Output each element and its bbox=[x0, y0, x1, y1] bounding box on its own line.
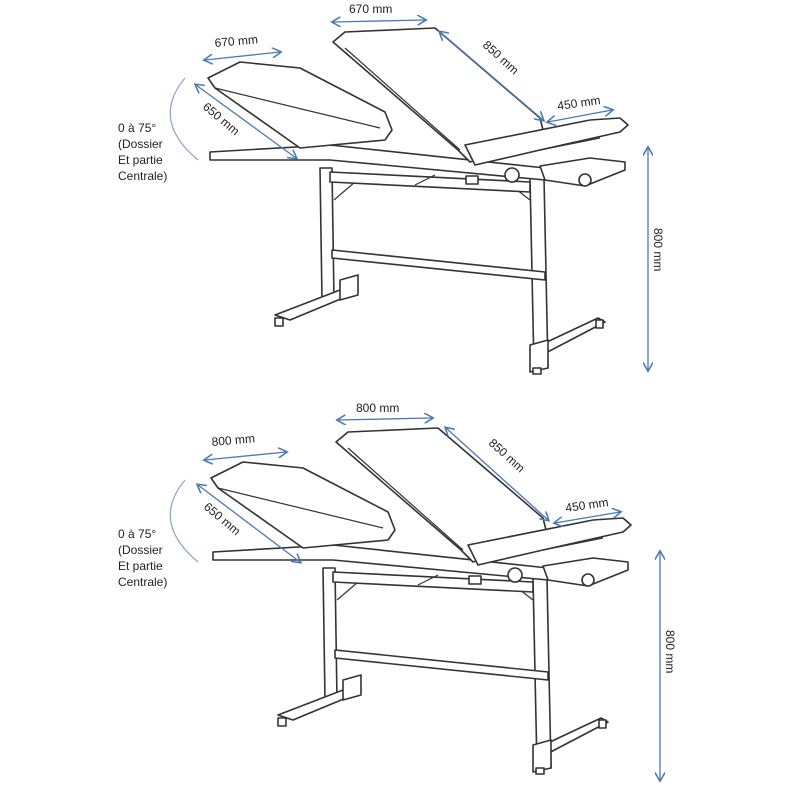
svg-text:Centrale): Centrale) bbox=[118, 169, 167, 183]
height-label: 800 mm bbox=[663, 630, 677, 673]
seat-length-label: 650 mm bbox=[200, 100, 242, 139]
seat-width-label: 800 mm bbox=[211, 431, 255, 449]
svg-text:0 à 75°: 0 à 75° bbox=[118, 121, 156, 135]
footrest-length-label: 450 mm bbox=[564, 495, 609, 515]
seat-length-label: 650 mm bbox=[201, 500, 243, 539]
tilt-angle-arc bbox=[169, 77, 199, 161]
svg-text:(Dossier: (Dossier bbox=[118, 543, 163, 557]
footrest-length-label: 450 mm bbox=[556, 93, 601, 113]
table-diagram-2: 800 mm 800 mm 850 mm 450 mm 650 mm 800 m… bbox=[118, 401, 677, 780]
svg-text:Centrale): Centrale) bbox=[118, 575, 167, 589]
top-width-arrow bbox=[333, 20, 425, 22]
tilt-angle-arc bbox=[169, 479, 199, 563]
seat-width-arrow bbox=[205, 52, 280, 60]
svg-text:0 à 75°: 0 à 75° bbox=[118, 527, 156, 541]
footrest-length-arrow bbox=[555, 512, 620, 523]
table-2-drawing bbox=[210, 427, 632, 775]
tilt-angle-label: 0 à 75° (Dossier Et partie Centrale) bbox=[118, 527, 167, 589]
seat-length-arrow bbox=[196, 85, 296, 158]
footrest-length-arrow bbox=[548, 110, 612, 122]
tilt-angle-label: 0 à 75° (Dossier Et partie Centrale) bbox=[118, 121, 167, 183]
svg-text:Et partie: Et partie bbox=[118, 153, 163, 167]
backrest-length-arrow bbox=[446, 428, 548, 520]
svg-text:(Dossier: (Dossier bbox=[118, 137, 163, 151]
top-width-arrow bbox=[338, 418, 432, 420]
seat-width-label: 670 mm bbox=[214, 32, 258, 50]
svg-text:Et partie: Et partie bbox=[118, 559, 163, 573]
seat-length-arrow bbox=[198, 485, 300, 562]
height-label: 800 mm bbox=[651, 228, 665, 271]
table-diagram-1: 670 mm 670 mm 850 mm 450 mm 650 mm 800 m… bbox=[118, 2, 665, 375]
top-width-label: 800 mm bbox=[356, 401, 399, 415]
table-1-drawing bbox=[207, 27, 629, 375]
backrest-length-arrow bbox=[440, 32, 543, 120]
seat-width-arrow bbox=[205, 452, 286, 460]
top-width-label: 670 mm bbox=[349, 2, 392, 16]
